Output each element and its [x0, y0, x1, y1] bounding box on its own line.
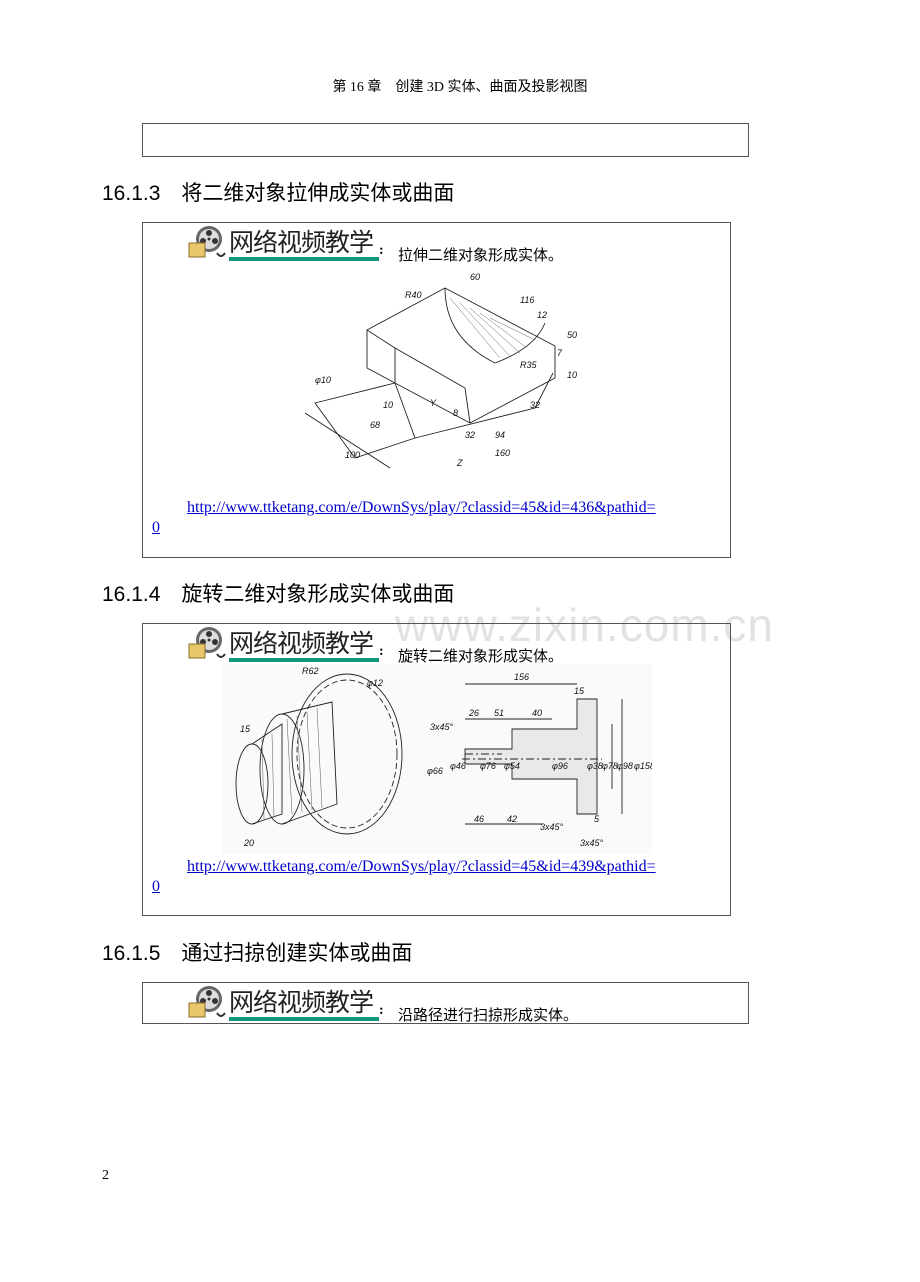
logo-text: 网络视频教学: [229, 228, 374, 257]
dimension-label: 40: [532, 708, 542, 718]
dimension-label: φ46: [450, 761, 466, 771]
section-heading-16-1-3: 16.1.3 将二维对象拉伸成实体或曲面: [102, 182, 455, 205]
dimension-label: 3x45°: [540, 822, 564, 832]
logo-underline: [229, 658, 379, 662]
dimension-label: 20: [243, 838, 254, 848]
dimension-label: φ12: [367, 678, 383, 688]
running-header: 第 16 章 创建 3D 实体、曲面及投影视图: [332, 80, 588, 95]
film-reel-icon: [188, 627, 226, 659]
dimension-label: 8: [453, 408, 458, 418]
dimension-label: 42: [507, 814, 517, 824]
video-caption: 拉伸二维对象形成实体。: [398, 248, 564, 264]
video-box-sweep: 网络视频教学 : 沿路径进行扫掠形成实体。: [142, 982, 749, 1024]
dimension-label: φ96: [552, 761, 568, 771]
video-teaching-logo: 网络视频教学 :: [187, 985, 384, 1021]
dimension-label: φ38: [587, 761, 603, 771]
film-reel-icon: [188, 226, 226, 258]
dimension-label: 10: [383, 400, 393, 410]
dimension-label: 32: [530, 400, 540, 410]
dimension-label: φ158: [634, 761, 652, 771]
revolve-figure: R62 φ12 15 20 156 15 26 51 40 3x45° φ66 φ46 φ76 φ5…: [222, 664, 652, 854]
dimension-label: φ54: [504, 761, 520, 771]
video-link-439[interactable]: http://www.ttketang.com/e/DownSys/play/?…: [187, 858, 656, 875]
video-caption: 旋转二维对象形成实体。: [398, 649, 564, 665]
dimension-label: Y: [430, 398, 437, 408]
logo-underline: [229, 257, 379, 261]
video-teaching-logo: 网络视频教学 :: [187, 626, 384, 662]
section-heading-16-1-4: 16.1.4 旋转二维对象形成实体或曲面: [102, 583, 455, 606]
dimension-label: 7: [557, 348, 563, 358]
logo-text: 网络视频教学: [229, 988, 374, 1017]
page-number: 2: [102, 1168, 109, 1183]
dimension-label: 15: [574, 686, 585, 696]
dimension-label: 15: [240, 724, 251, 734]
dimension-label: 3x45°: [430, 722, 454, 732]
video-link-436[interactable]: http://www.ttketang.com/e/DownSys/play/?…: [187, 499, 656, 516]
dimension-label: 26: [468, 708, 479, 718]
watermark: www.zixin.com.cn: [395, 599, 774, 651]
dimension-label: φ78: [602, 761, 618, 771]
dimension-label: 116: [520, 295, 534, 305]
film-reel-icon: [188, 986, 226, 1018]
empty-box: [142, 123, 749, 157]
dimension-label: 51: [494, 708, 504, 718]
dimension-label: 94: [495, 430, 505, 440]
dimension-label: φ66: [427, 766, 443, 776]
dimension-label: 12: [537, 310, 547, 320]
dimension-label: 3x45°: [580, 838, 604, 848]
dimension-label: 100: [345, 450, 360, 460]
dimension-label: 68: [370, 420, 380, 430]
video-box-revolve: 网络视频教学 : 旋转二维对象形成实体。 R62 φ12 15 20 156 15 26 5…: [142, 623, 731, 916]
dimension-label: φ98: [617, 761, 633, 771]
video-caption: 沿路径进行扫掠形成实体。: [398, 1008, 579, 1024]
dimension-label: φ10: [315, 375, 331, 385]
video-link-436-cont[interactable]: 0: [152, 519, 160, 536]
dimension-label: 50: [567, 330, 577, 340]
dimension-label: 160: [495, 448, 510, 458]
dimension-label: R62: [302, 666, 319, 676]
dimension-label: 5: [594, 814, 600, 824]
dimension-label: 32: [465, 430, 475, 440]
dimension-label: φ76: [480, 761, 496, 771]
video-link-439-cont[interactable]: 0: [152, 878, 160, 895]
logo-underline: [229, 1017, 379, 1021]
dimension-label: 46: [474, 814, 484, 824]
dimension-label: 10: [567, 370, 577, 380]
video-teaching-logo: 网络视频教学 :: [187, 225, 384, 261]
dimension-label: R35: [520, 360, 538, 370]
dimension-label: R40: [405, 290, 422, 300]
dimension-label: 156: [514, 672, 529, 682]
section-heading-16-1-5: 16.1.5 通过扫掠创建实体或曲面: [102, 942, 413, 965]
dimension-label: Z: [456, 458, 463, 468]
dimension-label: 60: [470, 272, 480, 282]
logo-text: 网络视频教学: [229, 629, 374, 658]
